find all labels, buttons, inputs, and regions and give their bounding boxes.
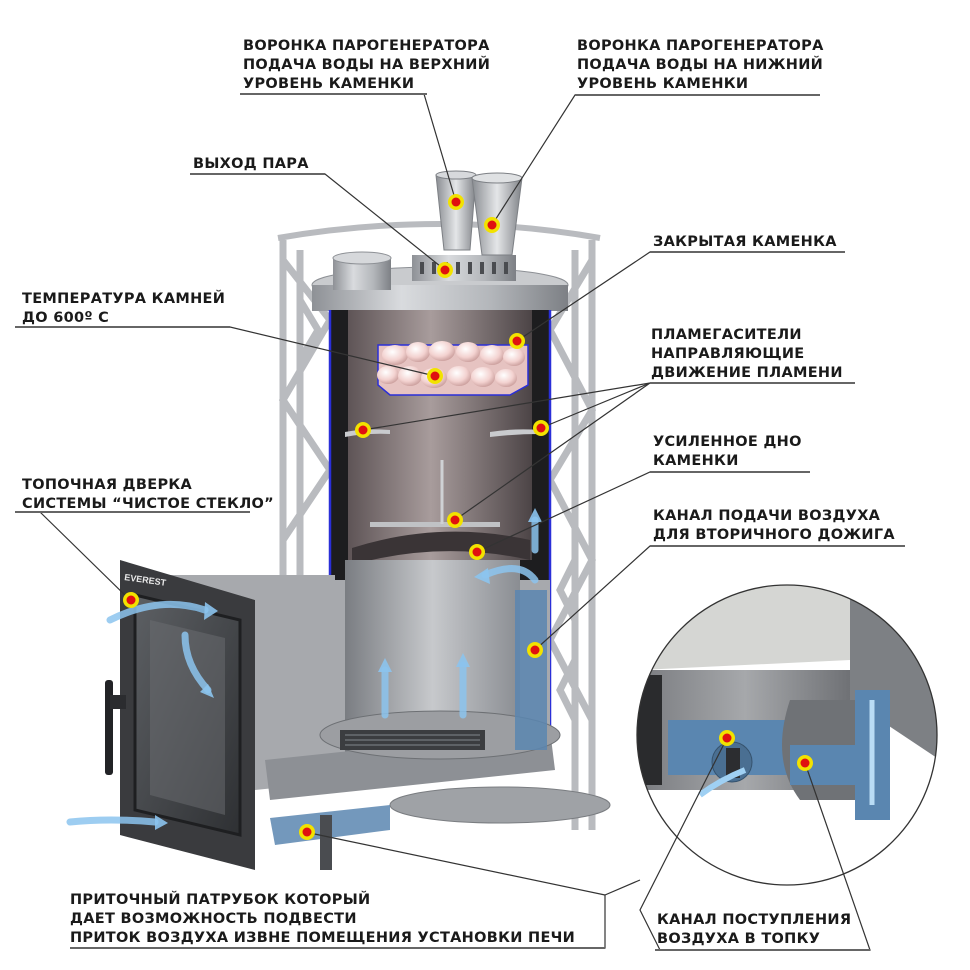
label-flame-arresters: ПЛАМЕГАСИТЕЛИ НАПРАВЛЯЮЩИЕ ДВИЖЕНИЕ ПЛАМ… (651, 327, 843, 381)
label-reinforced-bottom: УСИЛЕННОЕ ДНО КАМЕНКИ (653, 434, 802, 469)
secondary-air-channel (515, 590, 547, 750)
label-inlet-pipe: ПРИТОЧНЫЙ ПАТРУБОК КОТОРЫЙ ДАЕТ ВОЗМОЖНО… (70, 892, 576, 946)
label-funnel-lower: ВОРОНКА ПАРОГЕНЕРАТОРА ПОДАЧА ВОДЫ НА НИ… (577, 38, 824, 92)
magnified-inset (636, 584, 938, 886)
label-funnel-upper: ВОРОНКА ПАРОГЕНЕРАТОРА ПОДАЧА ВОДЫ НА ВЕ… (243, 38, 491, 92)
label-steam-outlet: ВЫХОД ПАРА (193, 156, 309, 172)
firebox-door: EVEREST (105, 560, 255, 870)
label-secondary-air-channel: КАНАЛ ПОДАЧИ ВОЗДУХА ДЛЯ ВТОРИЧНОГО ДОЖИ… (653, 508, 895, 543)
door-handle (105, 680, 113, 775)
airflow-arrows (66, 516, 539, 826)
label-stone-temperature: ТЕМПЕРАТУРА КАМНЕЙ ДО 600º С (22, 291, 226, 326)
steam-generator-funnels (435, 170, 523, 256)
steam-outlet-ring (412, 255, 516, 281)
firebox (155, 560, 611, 870)
label-firebox-air-channel: КАНАЛ ПОСТУПЛЕНИЯ ВОЗДУХА В ТОПКУ (657, 912, 852, 947)
label-closed-heater: ЗАКРЫТАЯ КАМЕНКА (653, 234, 837, 250)
label-underlines (15, 93, 905, 951)
label-firebox-door: ТОПОЧНАЯ ДВЕРКА СИСТЕМЫ “ЧИСТОЕ СТЕКЛО” (22, 477, 274, 512)
